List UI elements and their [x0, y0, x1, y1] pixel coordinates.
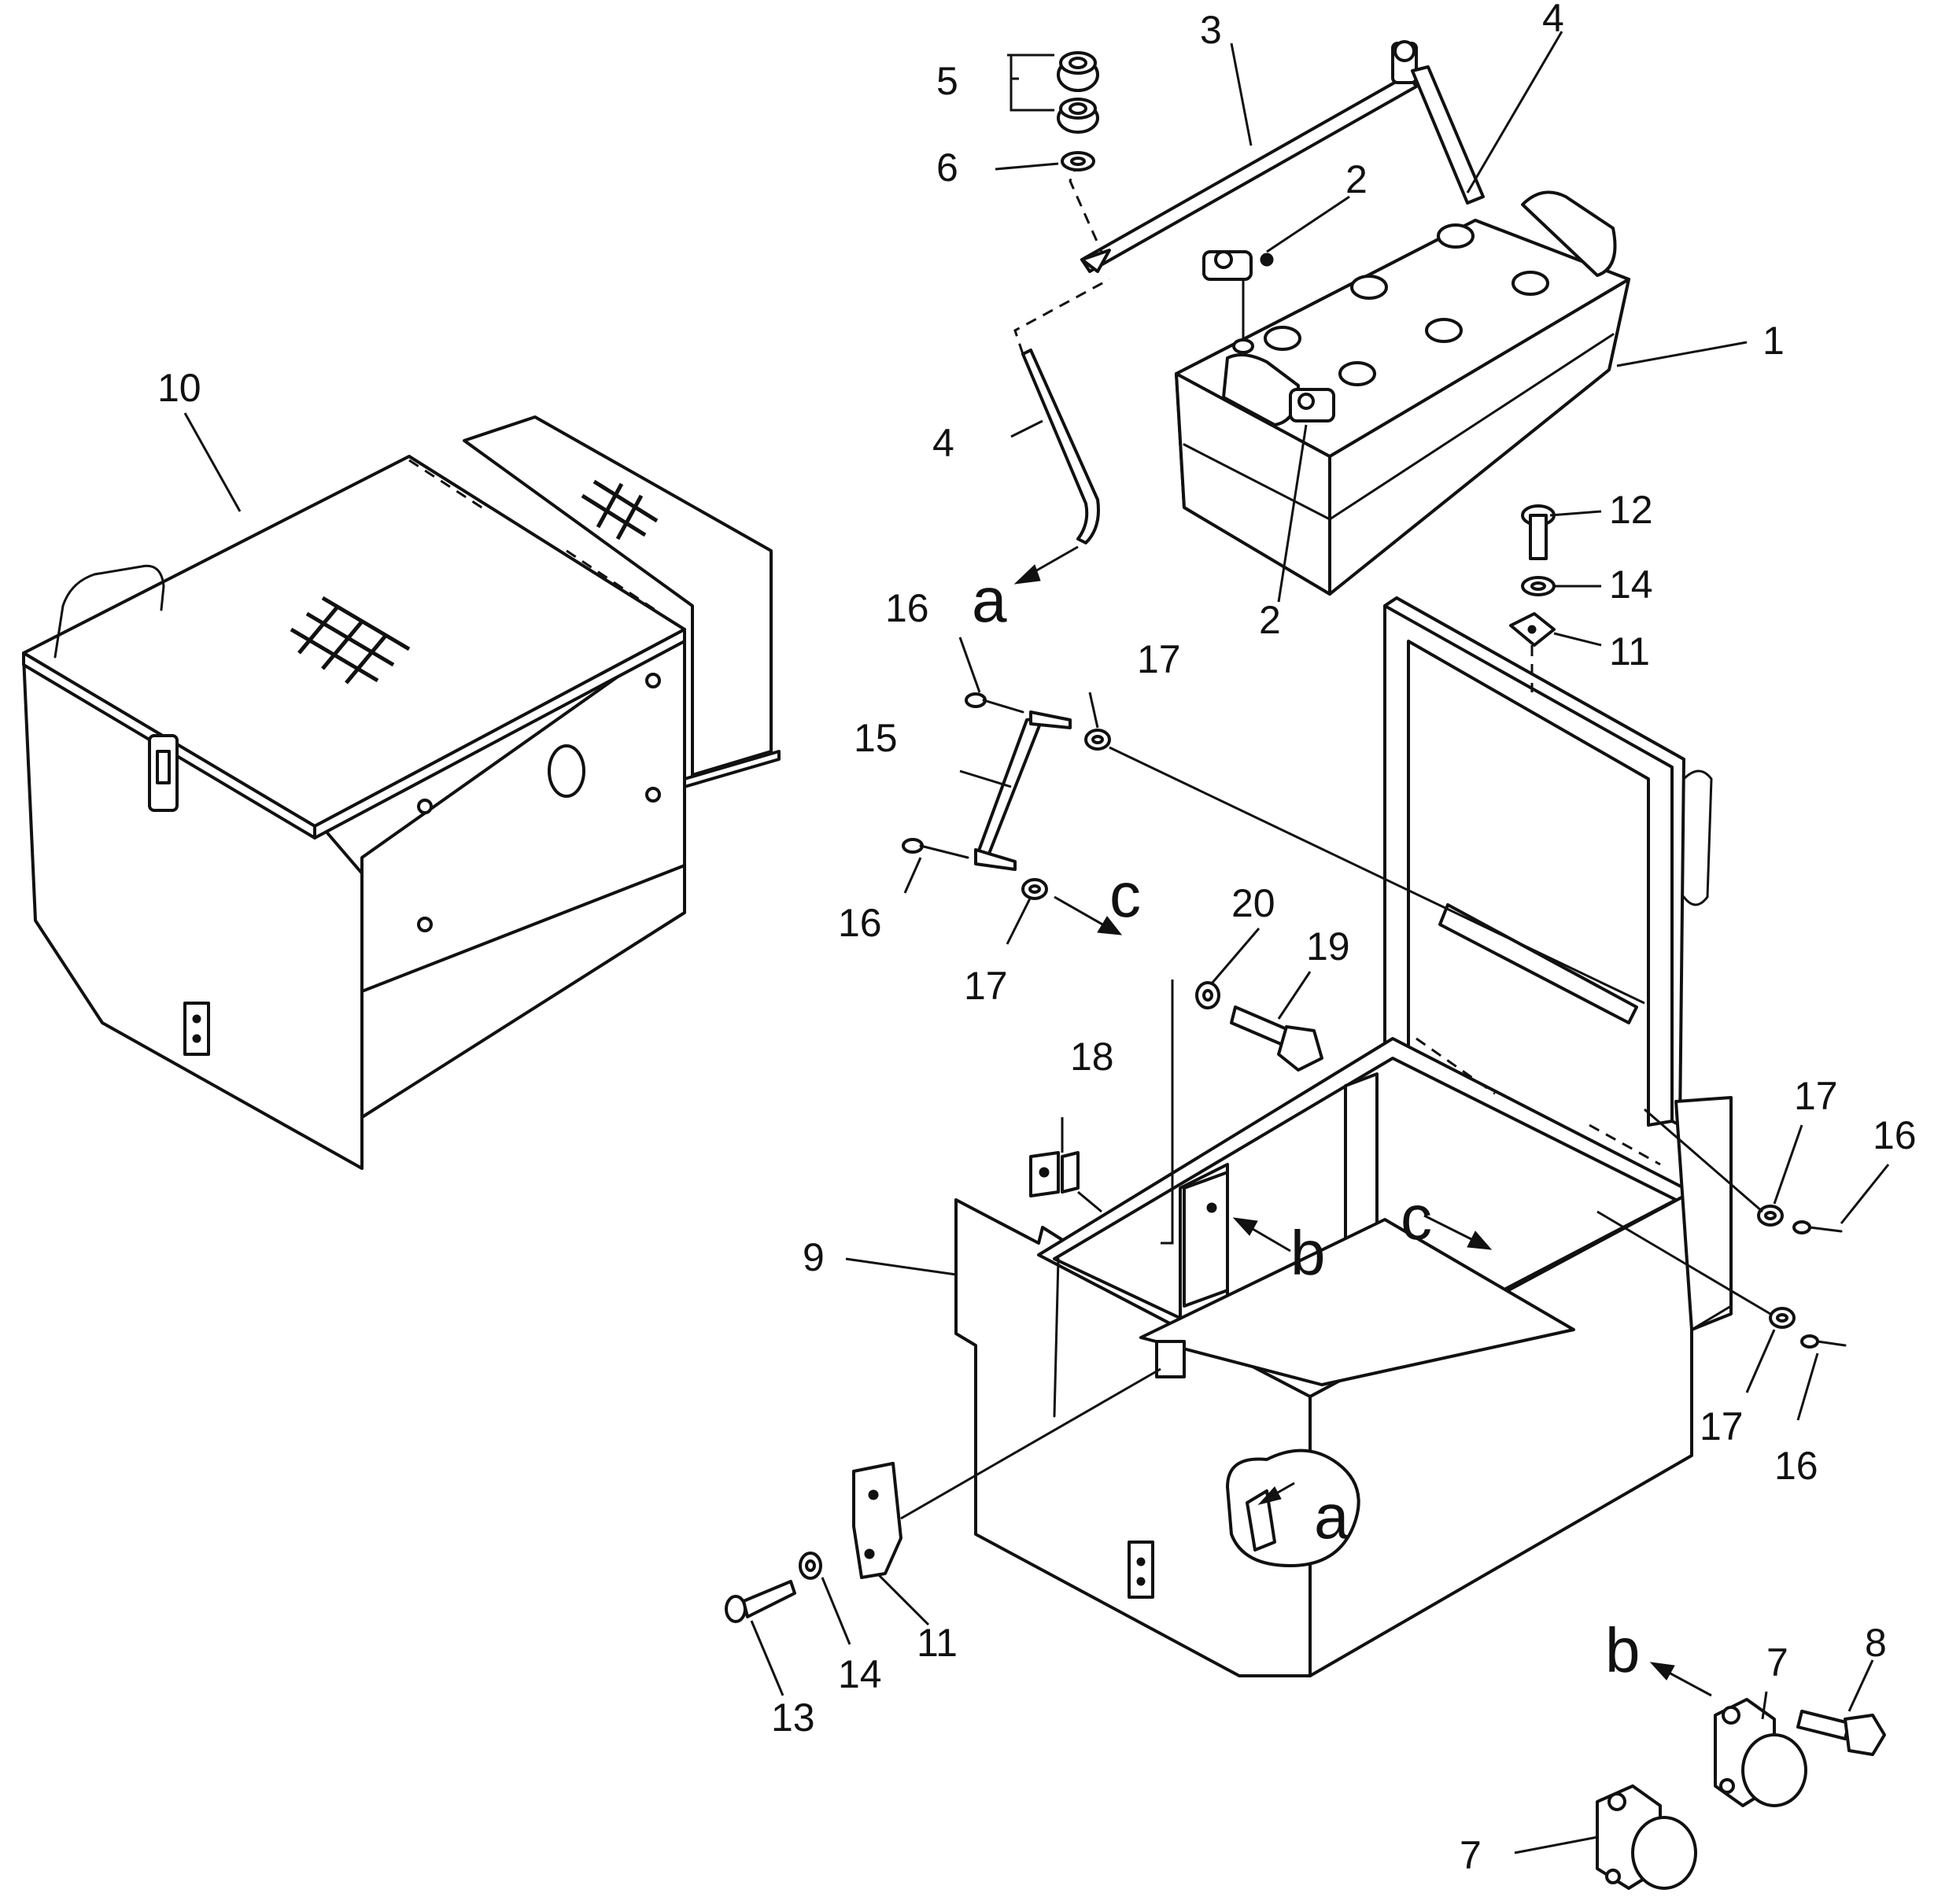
label-part-17-top: 17 — [1137, 637, 1181, 681]
terminal-clamps — [1202, 250, 1335, 422]
label-part-17-right-bottom: 17 — [1700, 1404, 1744, 1448]
label-part-15: 15 — [854, 716, 898, 760]
label-part-5: 5 — [936, 59, 958, 103]
label-part-9: 9 — [803, 1235, 825, 1279]
view-letter-b-box: b — [1290, 1218, 1326, 1288]
label-part-17-right-top: 17 — [1794, 1074, 1838, 1118]
view-letter-c-rod: c — [1109, 860, 1141, 930]
label-part-16-right-bottom: 16 — [1774, 1444, 1818, 1488]
latch-rod-assembly — [902, 692, 1847, 1349]
part-labels: 1 2 2 3 4 4 5 6 7 7 8 9 10 11 11 12 13 1… — [157, 0, 1917, 1877]
label-part-16-top: 16 — [885, 586, 929, 630]
label-part-13: 13 — [771, 1696, 815, 1740]
view-letter-a-box: a — [1314, 1482, 1349, 1552]
label-part-4-top: 4 — [1542, 0, 1564, 40]
label-part-18: 18 — [1070, 1035, 1114, 1079]
label-part-7-top: 7 — [1766, 1640, 1788, 1684]
disconnect-switches — [1596, 1691, 1886, 1890]
label-part-12: 12 — [1609, 488, 1653, 532]
label-part-17-left: 17 — [964, 964, 1008, 1008]
label-part-3: 3 — [1200, 8, 1222, 52]
hold-down-rods — [1013, 40, 1485, 544]
label-part-14-bottom: 14 — [838, 1652, 882, 1696]
label-part-16-right-top: 16 — [1873, 1113, 1917, 1157]
label-part-2-top: 2 — [1345, 157, 1368, 201]
nuts-and-washer — [1007, 51, 1099, 172]
label-part-14-top: 14 — [1609, 563, 1653, 607]
label-part-16-left: 16 — [838, 901, 882, 945]
label-part-7-bottom: 7 — [1460, 1833, 1482, 1877]
open-battery-box — [954, 596, 1733, 1677]
closed-battery-box — [22, 415, 781, 1170]
view-letter-c-box: c — [1401, 1183, 1432, 1253]
label-part-19: 19 — [1306, 924, 1350, 969]
view-arrows — [1013, 545, 1712, 1697]
label-part-2-bottom: 2 — [1259, 598, 1281, 642]
hardware — [725, 504, 1556, 1623]
label-part-6: 6 — [936, 146, 958, 190]
label-part-11-top: 11 — [1609, 629, 1650, 673]
label-part-11-bottom: 11 — [917, 1621, 958, 1665]
label-part-20: 20 — [1231, 881, 1275, 925]
label-part-8: 8 — [1865, 1621, 1887, 1665]
label-part-4-left: 4 — [932, 421, 954, 465]
view-letter-a-top: a — [972, 565, 1007, 635]
label-part-1: 1 — [1763, 319, 1785, 363]
label-part-10: 10 — [157, 366, 201, 410]
view-letter-b-switch: b — [1605, 1615, 1641, 1685]
leader-lines — [183, 31, 1890, 1854]
